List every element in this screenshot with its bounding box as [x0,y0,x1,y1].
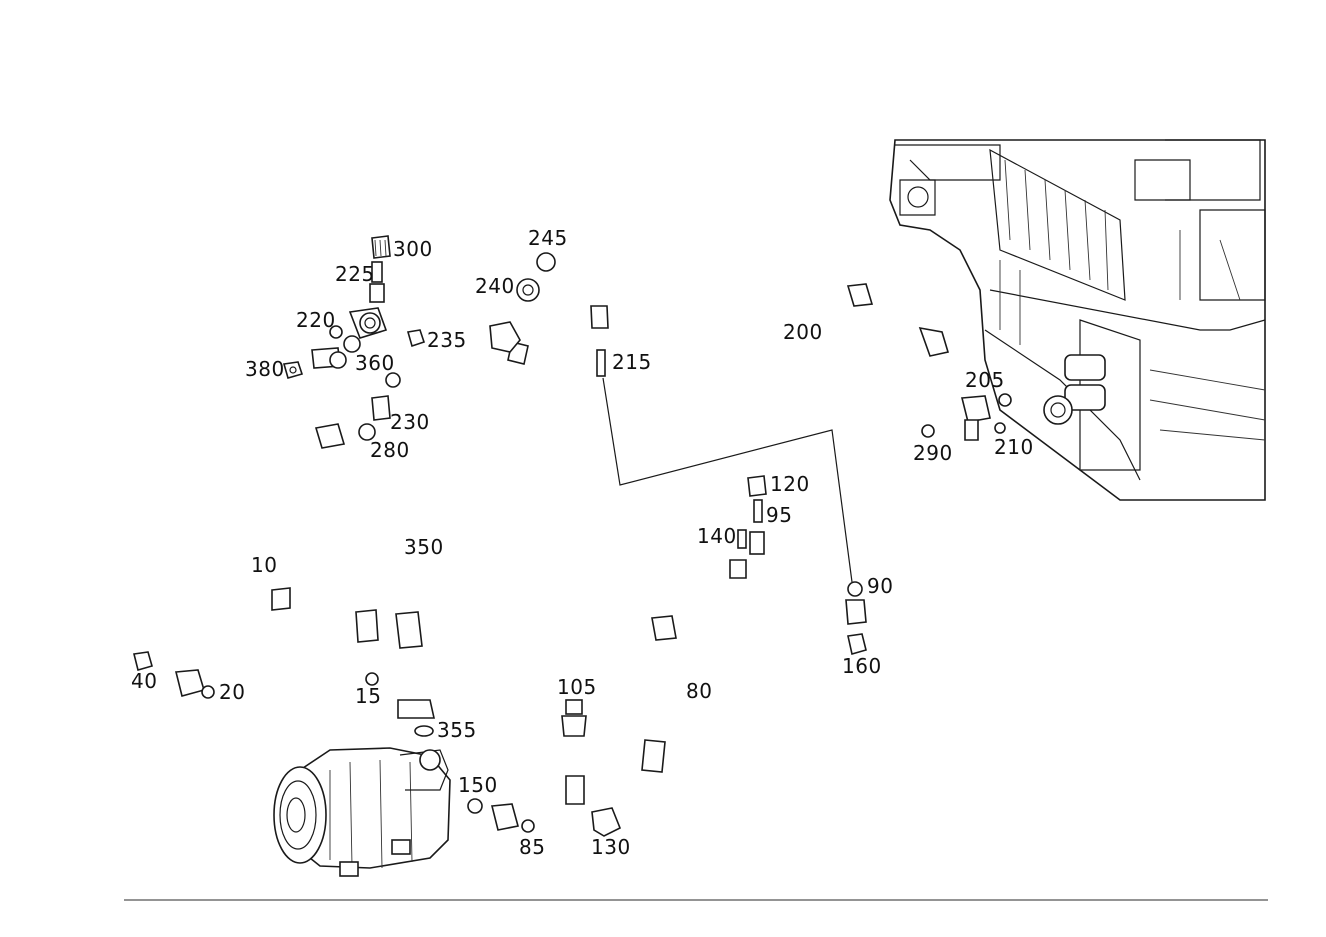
label-80: 80 [686,679,712,703]
label-210: 210 [994,435,1034,459]
part-215-valve [596,349,606,377]
label-220: 220 [296,308,336,332]
hose-80 [490,559,867,831]
part-120-cap [747,475,767,497]
part-355-oring [414,725,434,737]
label-360: 360 [355,351,395,375]
label-160: 160 [842,654,882,678]
label-235: 235 [427,328,467,352]
label-225: 225 [335,262,375,286]
label-120: 120 [770,472,810,496]
label-350: 350 [404,535,444,559]
label-140: 140 [697,524,737,548]
label-130: 130 [591,835,631,859]
hvac-evaporator-housing [889,139,1266,501]
part-240-holder [489,321,521,353]
label-280: 280 [370,438,410,462]
part-240-cap [516,278,540,302]
label-150: 150 [458,773,498,797]
part-235-washer [385,372,401,388]
label-245: 245 [528,226,568,250]
part-160-nut [847,633,867,656]
part-360-seal [329,351,347,369]
part-95-valve [753,499,763,523]
hose-200 [380,282,991,441]
part-210-oring [994,422,1006,434]
label-205: 205 [965,368,1005,392]
label-85: 85 [519,835,545,859]
part-360-oring [343,335,361,353]
part-220-block [329,307,388,339]
label-240: 240 [475,274,515,298]
part-95-port [749,531,765,555]
label-40: 40 [131,669,157,693]
part-205-oring [998,393,1012,407]
part-20-oring [201,685,215,699]
part-245-cap [536,252,556,272]
part-40-nut [133,651,153,671]
label-380: 380 [245,357,285,381]
part-150-oring [467,798,483,814]
part-130-bracket [591,807,622,837]
label-290: 290 [913,441,953,465]
label-230: 230 [390,410,430,434]
label-15: 15 [355,684,381,708]
label-20: 20 [219,680,245,704]
part-105-pressure-switch [561,699,587,737]
label-90: 90 [867,574,893,598]
part-235-nut [406,329,426,348]
part-15-oring [365,672,379,686]
label-200: 200 [783,320,823,344]
part-230-fitting [371,395,391,421]
label-300: 300 [393,237,433,261]
part-85-oring [521,819,535,833]
part-140-bolt [737,529,747,549]
part-225-valve [369,261,385,303]
label-355: 355 [437,718,477,742]
hose-10 [152,524,379,697]
label-95: 95 [766,503,792,527]
label-215: 215 [612,350,652,374]
part-90-oring [847,581,863,597]
part-280-oring [358,423,376,441]
part-290-ring [921,424,935,438]
reference-leader-line [602,377,853,583]
label-105: 105 [557,675,597,699]
part-number-labels: 300 225 245 240 220 235 380 360 215 200 … [131,226,1034,859]
label-10: 10 [251,553,277,577]
part-300-cap [371,235,391,259]
part-380-nut [282,361,304,379]
ac-compressor [273,747,451,877]
